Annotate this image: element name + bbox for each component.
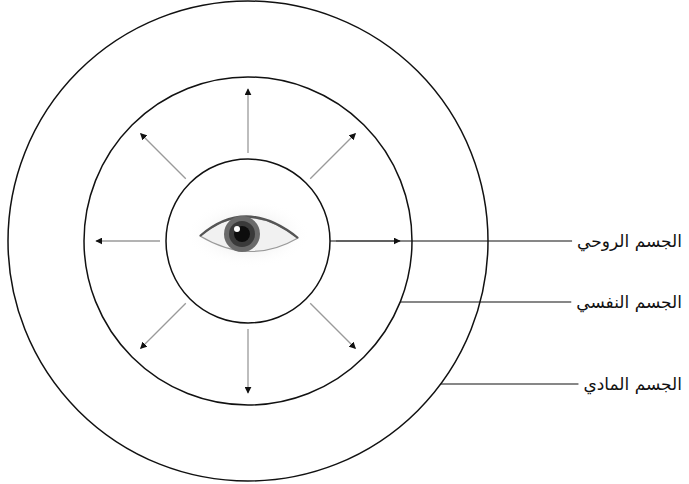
radiating-arrow (310, 134, 355, 179)
radiating-arrow (247, 89, 248, 153)
radiating-arrow (310, 303, 355, 348)
callout-label: الجسم الروحي (576, 231, 683, 251)
inner-circle (166, 159, 330, 323)
radiating-arrow (247, 329, 248, 393)
radiating-arrow (141, 134, 186, 179)
leader-line (400, 301, 571, 302)
radiating-arrow (141, 303, 186, 348)
leader-line (441, 383, 579, 384)
eye-picture (186, 200, 310, 268)
callout-label: الجسم المادي (582, 374, 683, 394)
callout-label: الجسم النفسي (575, 292, 683, 312)
radiating-arrow (96, 240, 160, 241)
leader-line (330, 240, 572, 241)
